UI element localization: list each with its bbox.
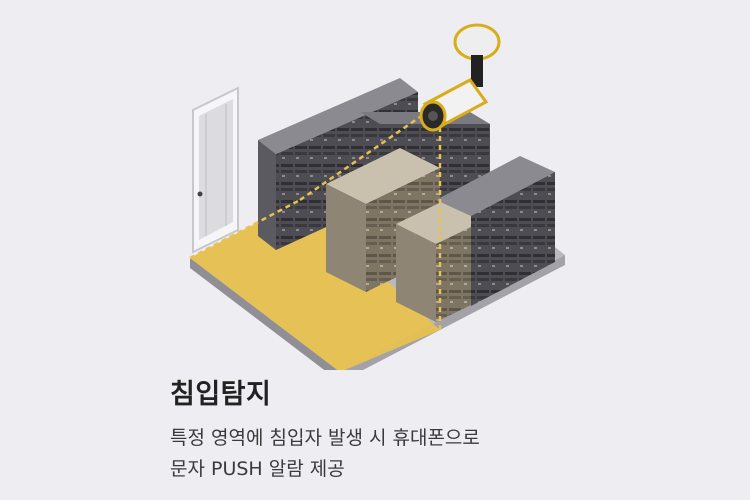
detection-zone [190,200,440,370]
feature-description-line-2: 문자 PUSH 알람 제공 [170,458,345,480]
feature-caption: 침입탐지 특정 영역에 침입자 발생 시 휴대폰으로 문자 PUSH 알람 제공 [170,372,480,485]
cctv-camera-icon [419,23,501,132]
detection-boundary [189,108,442,330]
intrusion-detection-illustration [189,23,565,370]
feature-description-line-1: 특정 영역에 침입자 발생 시 휴대폰으로 [170,427,480,449]
server-rack-icon [436,156,555,306]
door-icon [192,86,239,254]
feature-title: 침입탐지 [170,379,272,410]
